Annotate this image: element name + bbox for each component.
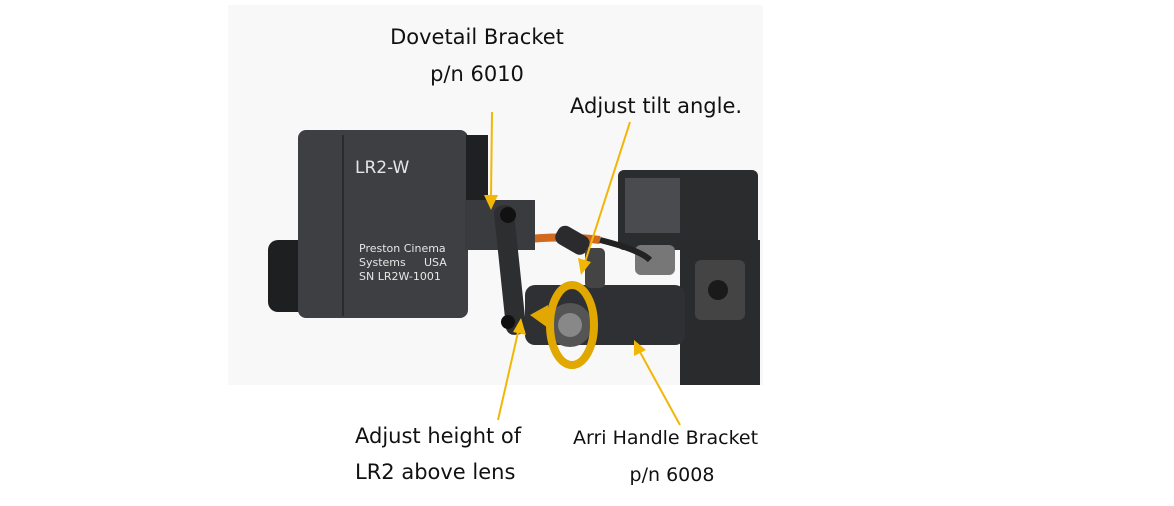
tilt-angle-label: Adjust tilt angle.: [570, 94, 743, 118]
callout-arrows: [484, 111, 681, 426]
dovetail-part-number: p/n 6010: [430, 62, 524, 86]
device-maker-country: USA: [424, 256, 447, 269]
device-maker-line1: Preston Cinema: [359, 242, 446, 255]
device-maker-systems: Systems: [359, 256, 406, 269]
rotation-arrow-icon: [530, 281, 598, 369]
dovetail-bracket-label: Dovetail Bracket: [390, 25, 564, 49]
arri-handle-bracket: [525, 225, 685, 347]
device-model-label: LR2-W: [355, 158, 410, 178]
dovetail-bracket: [465, 200, 535, 335]
camera-rig: [618, 170, 760, 385]
arri-part-number: p/n 6008: [629, 464, 715, 486]
device-serial: SN LR2W-1001: [359, 270, 441, 283]
height-label-line1: Adjust height of: [355, 424, 522, 448]
height-label-line2: LR2 above lens: [355, 460, 516, 484]
arri-bracket-label: Arri Handle Bracket: [573, 427, 759, 449]
